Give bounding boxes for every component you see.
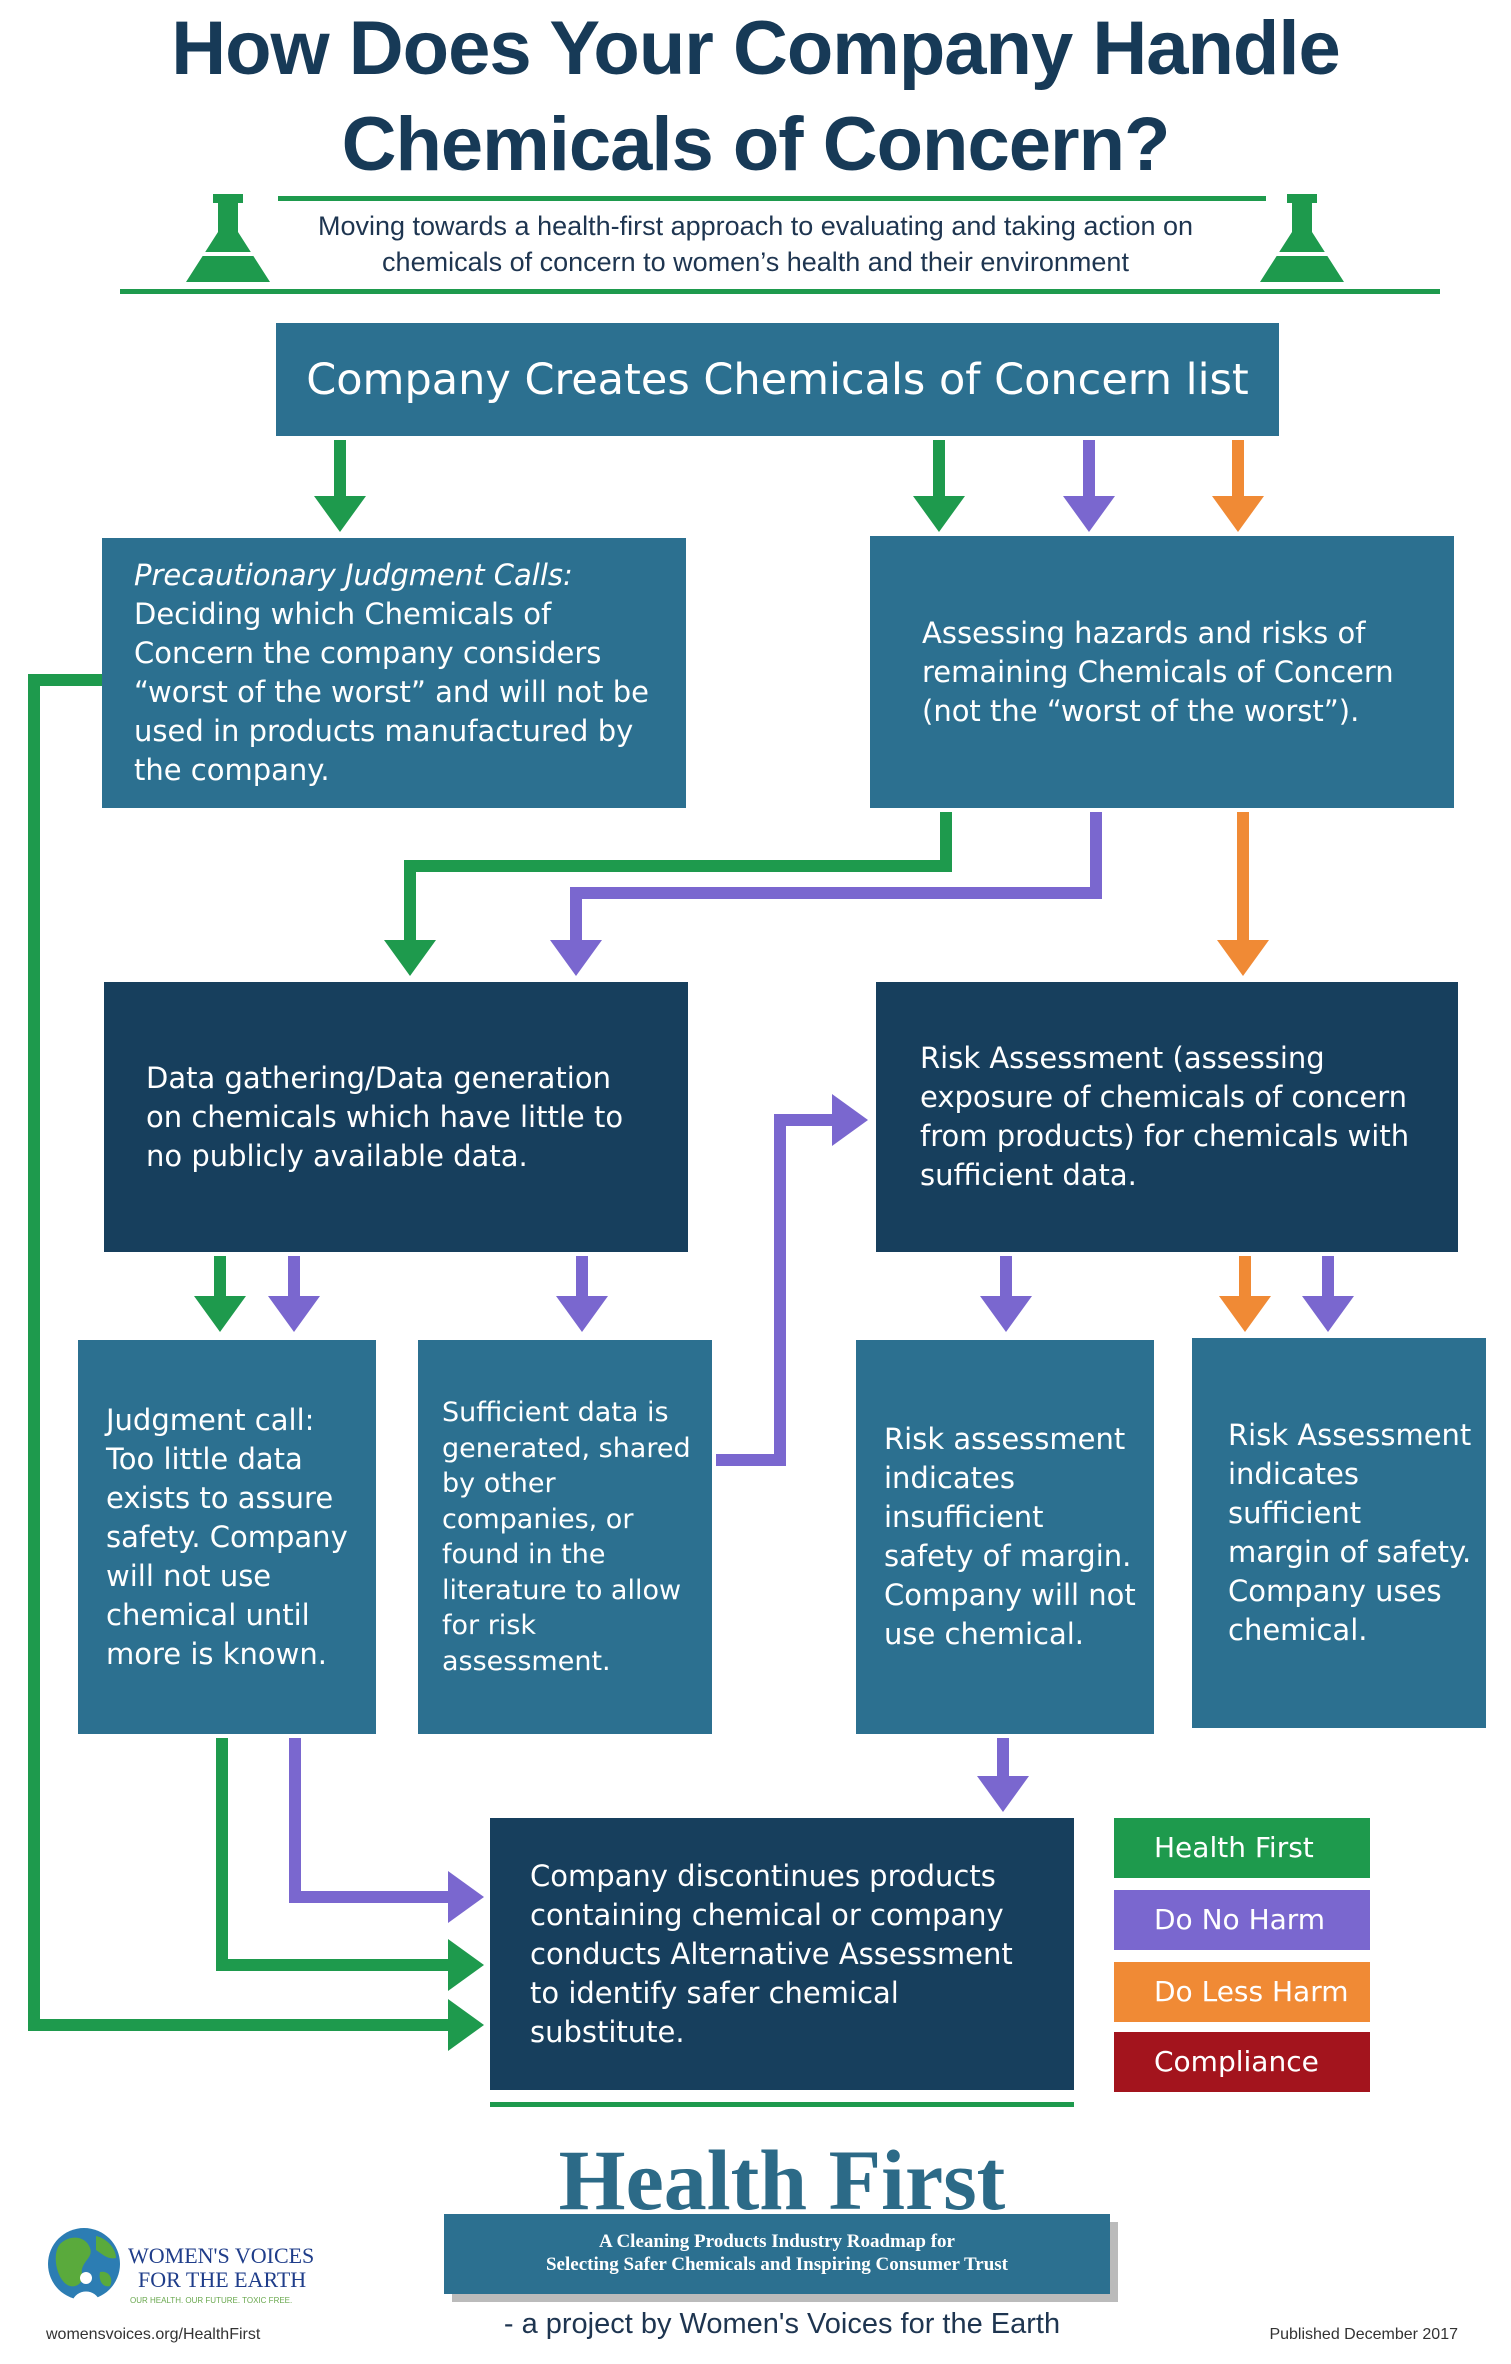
- org-name-line1: WOMEN'S VOICES: [128, 2243, 315, 2268]
- page-title: How Does Your Company Handle: [171, 6, 1340, 91]
- node-discontinue-text: Company discontinues products containing…: [530, 1858, 1013, 2049]
- subtitle-bottom-rule: [120, 289, 1440, 294]
- flask-icon-left: [186, 194, 270, 282]
- legend-health-first-label: Health First: [1154, 1831, 1314, 1864]
- header-rules: [120, 194, 1440, 294]
- legend-do-less-harm-label: Do Less Harm: [1154, 1975, 1349, 2008]
- subtitle-top-rule: [278, 196, 1266, 201]
- node-sufficient-data: Sufficient data is generated, shared by …: [418, 1340, 712, 1734]
- subtitle-line1: Moving towards a health-first approach t…: [317, 211, 1194, 241]
- footer-url: womensvoices.org/HealthFirst: [46, 2326, 261, 2343]
- arrow-purple-assessing-to-data: [550, 812, 1102, 976]
- footer-published-date: Published December 2017: [1269, 2326, 1458, 2343]
- node-risk-assessment: Risk Assessment (assessing exposure of c…: [876, 982, 1458, 1252]
- flask-icon-right: [1260, 194, 1344, 282]
- arrow-purple-sufficient-to-risk: [716, 1094, 868, 1466]
- legend-do-less-harm: Do Less Harm: [1114, 1962, 1370, 2022]
- node-data-gathering-text: Data gathering/Data generation on chemic…: [146, 1060, 624, 1173]
- footer-brand-logo: Health First: [558, 2132, 1006, 2228]
- node-create-list: Company Creates Chemicals of Concern lis…: [276, 323, 1279, 436]
- arrow-purple-judgment-to-discontinue: [289, 1738, 484, 1923]
- node-precautionary-body: Deciding which Chemicals of Concern the …: [134, 597, 650, 787]
- node-precautionary-title: Precautionary Judgment Calls:: [134, 558, 573, 592]
- arrow-green-precautionary-to-discontinue: [28, 674, 484, 2051]
- arrow-green-assessing-to-data: [384, 812, 952, 976]
- legend-do-no-harm-label: Do No Harm: [1154, 1903, 1326, 1936]
- subtitle-line2: chemicals of concern to women’s health a…: [382, 247, 1129, 277]
- legend-compliance-label: Compliance: [1154, 2045, 1319, 2078]
- node-insufficient-margin-text: Risk assessment indicates insufficient s…: [884, 1422, 1136, 1651]
- node-insufficient-margin: Risk assessment indicates insufficient s…: [856, 1340, 1154, 1734]
- footer-banner-line1: A Cleaning Products Industry Roadmap for: [599, 2231, 955, 2252]
- globe-logo-icon: [48, 2228, 120, 2302]
- node-risk-assessment-text: Risk Assessment (assessing exposure of c…: [920, 1041, 1410, 1192]
- org-name-line2: FOR THE EARTH: [138, 2267, 307, 2292]
- node-judgment-call-text: Judgment call: Too little data exists to…: [106, 1402, 348, 1671]
- footer-rule: [490, 2102, 1074, 2107]
- node-data-gathering: Data gathering/Data generation on chemic…: [104, 982, 688, 1252]
- node-assessing-text: Assessing hazards and risks of remaining…: [922, 615, 1394, 728]
- node-precautionary: Precautionary Judgment Calls: Deciding w…: [102, 538, 686, 808]
- footer-project-credit: - a project by Women's Voices for the Ea…: [503, 2308, 1061, 2340]
- node-judgment-call: Judgment call: Too little data exists to…: [78, 1340, 376, 1734]
- node-discontinue: Company discontinues products containing…: [490, 1818, 1074, 2090]
- node-sufficient-data-text: Sufficient data is generated, shared by …: [442, 1397, 691, 1677]
- org-tagline: OUR HEALTH. OUR FUTURE. TOXIC FREE.: [130, 2296, 293, 2305]
- page-title-line2: Chemicals of Concern?: [341, 102, 1171, 187]
- legend-compliance: Compliance: [1114, 2032, 1370, 2092]
- legend-health-first: Health First: [1114, 1818, 1370, 1878]
- node-sufficient-margin: Risk Assessment indicates sufficient mar…: [1192, 1338, 1486, 1728]
- arrow-green-judgment-to-discontinue: [216, 1738, 484, 1991]
- legend-do-no-harm: Do No Harm: [1114, 1890, 1370, 1950]
- footer-banner: A Cleaning Products Industry Roadmap for…: [444, 2214, 1110, 2294]
- footer-banner-line2: Selecting Safer Chemicals and Inspiring …: [545, 2254, 1009, 2275]
- node-create-list-text: Company Creates Chemicals of Concern lis…: [306, 354, 1249, 405]
- node-sufficient-margin-text: Risk Assessment indicates sufficient mar…: [1228, 1418, 1472, 1647]
- node-assessing: Assessing hazards and risks of remaining…: [870, 536, 1454, 808]
